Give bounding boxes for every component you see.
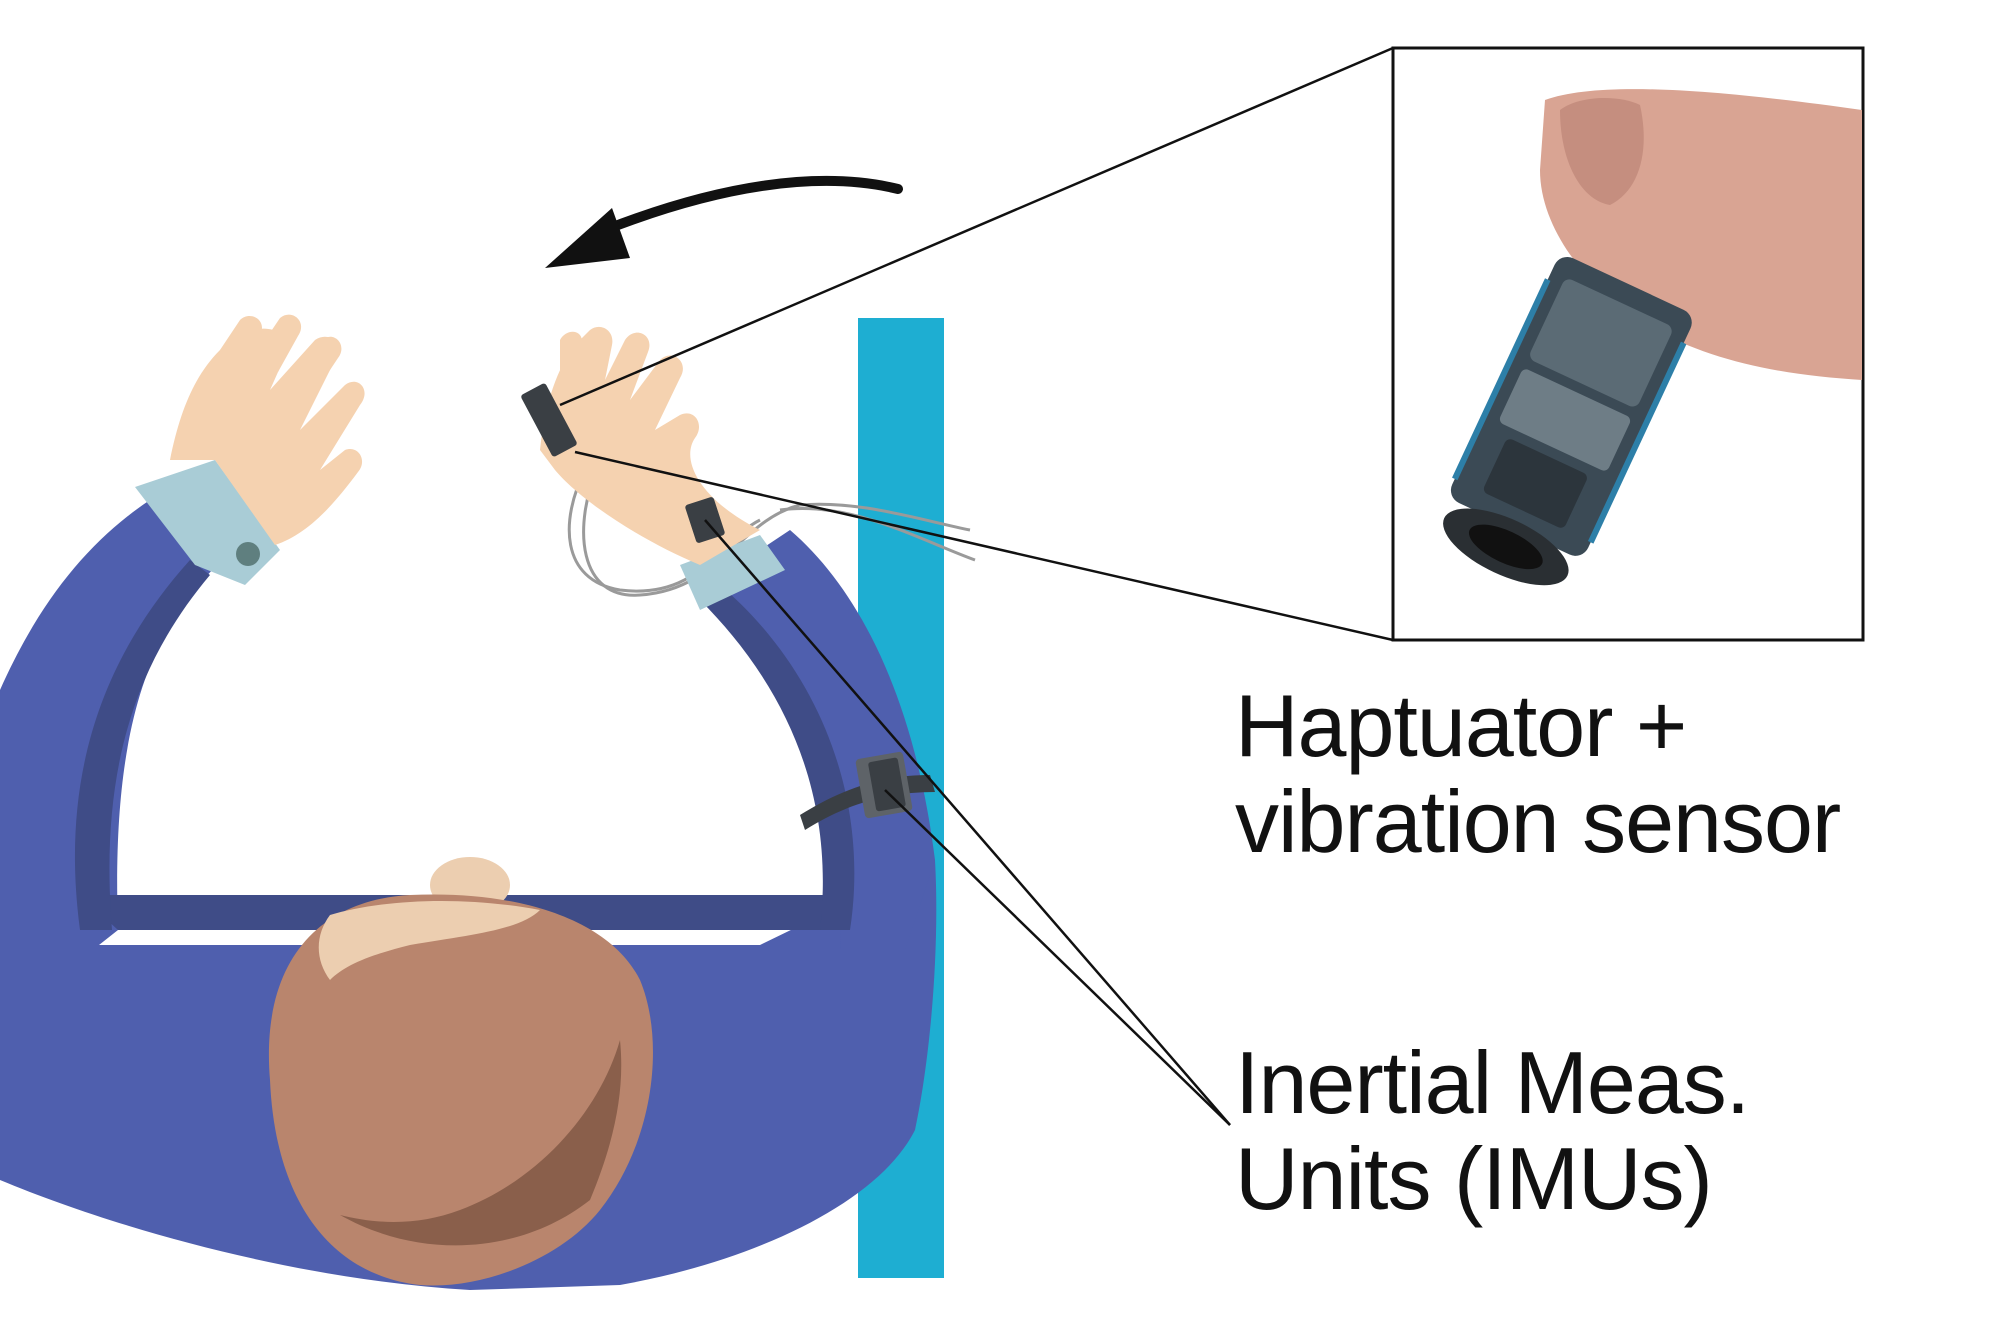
person-torso xyxy=(0,500,937,1290)
callout-lines xyxy=(559,46,1394,1126)
haptuator-label-line2: vibration sensor xyxy=(1235,772,1841,871)
motion-arrow xyxy=(545,175,903,268)
person-head xyxy=(268,857,653,1286)
haptuator-inset-photo xyxy=(1391,46,1865,642)
imu-label-line1: Inertial Meas. xyxy=(1235,1033,1750,1132)
haptuator-label-line1: Haptuator + xyxy=(1235,676,1687,775)
haptuator-label: Haptuator + vibration sensor xyxy=(1235,676,1841,871)
left-hand xyxy=(135,314,365,585)
haptuator-device xyxy=(521,383,577,457)
imu-label: Inertial Meas. Units (IMUs) xyxy=(1235,1033,1750,1228)
imu-label-line2: Units (IMUs) xyxy=(1235,1129,1713,1228)
